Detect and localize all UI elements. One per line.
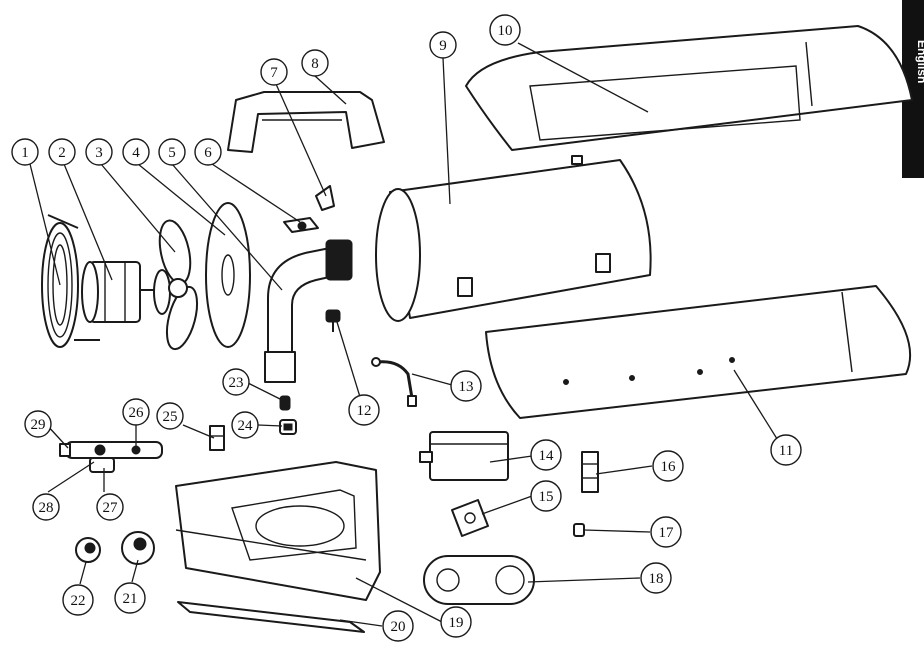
svg-text:23: 23 bbox=[229, 375, 244, 391]
connector-block bbox=[581, 451, 599, 493]
callout-9: 9 bbox=[429, 31, 457, 59]
callout-7: 7 bbox=[260, 58, 288, 86]
callout-15: 15 bbox=[530, 480, 562, 512]
callout-27: 27 bbox=[96, 493, 124, 521]
callout-26: 26 bbox=[122, 398, 150, 426]
small-bracket bbox=[315, 185, 335, 211]
callout-13: 13 bbox=[450, 370, 482, 402]
svg-text:12: 12 bbox=[357, 403, 372, 419]
language-tab: English bbox=[902, 0, 924, 178]
svg-text:3: 3 bbox=[95, 145, 103, 161]
svg-text:2: 2 bbox=[58, 145, 66, 161]
disk-plate bbox=[205, 202, 251, 348]
elbow-tube bbox=[264, 239, 353, 383]
callout-29: 29 bbox=[24, 410, 52, 438]
lower-shell bbox=[485, 285, 912, 419]
svg-text:16: 16 bbox=[661, 459, 677, 475]
svg-text:8: 8 bbox=[311, 56, 319, 72]
svg-text:9: 9 bbox=[439, 38, 447, 54]
callout-14: 14 bbox=[530, 439, 562, 471]
pump-assembly bbox=[59, 441, 163, 473]
callout-5: 5 bbox=[158, 138, 186, 166]
control-box bbox=[419, 431, 509, 481]
small-fitting bbox=[573, 523, 585, 537]
motor bbox=[81, 261, 160, 323]
handle bbox=[227, 91, 385, 153]
electrode bbox=[325, 309, 341, 332]
filter-cap bbox=[279, 419, 297, 435]
callout-24: 24 bbox=[231, 411, 259, 439]
upper-shell bbox=[465, 25, 913, 151]
callout-18: 18 bbox=[640, 562, 672, 594]
svg-text:6: 6 bbox=[204, 145, 212, 161]
gasket-plate bbox=[423, 555, 535, 605]
callout-25: 25 bbox=[156, 402, 184, 430]
callout-16: 16 bbox=[652, 450, 684, 482]
bottom-rail bbox=[177, 601, 365, 633]
fan-blade bbox=[153, 219, 199, 351]
svg-text:28: 28 bbox=[39, 500, 54, 516]
svg-text:7: 7 bbox=[270, 65, 278, 81]
svg-text:14: 14 bbox=[539, 448, 555, 464]
callout-10: 10 bbox=[489, 14, 521, 46]
callout-19: 19 bbox=[440, 606, 472, 638]
svg-text:20: 20 bbox=[391, 619, 406, 635]
svg-text:15: 15 bbox=[539, 489, 554, 505]
svg-text:29: 29 bbox=[31, 417, 46, 433]
svg-text:4: 4 bbox=[132, 145, 140, 161]
fuel-line bbox=[371, 357, 417, 407]
callout-6: 6 bbox=[194, 138, 222, 166]
svg-text:24: 24 bbox=[238, 418, 254, 434]
svg-text:10: 10 bbox=[498, 23, 513, 39]
callout-11: 11 bbox=[770, 434, 802, 466]
callout-17: 17 bbox=[650, 516, 682, 548]
svg-text:25: 25 bbox=[163, 409, 178, 425]
svg-text:1: 1 bbox=[21, 145, 29, 161]
callout-1: 1 bbox=[11, 138, 39, 166]
callout-3: 3 bbox=[85, 138, 113, 166]
thermostat-knob bbox=[121, 531, 155, 565]
svg-text:21: 21 bbox=[123, 591, 138, 607]
nozzle-nut bbox=[279, 395, 291, 411]
svg-text:18: 18 bbox=[649, 571, 664, 587]
language-tab-label: English bbox=[915, 40, 924, 83]
callout-20: 20 bbox=[382, 610, 414, 642]
callout-4: 4 bbox=[122, 138, 150, 166]
svg-text:19: 19 bbox=[449, 615, 464, 631]
callouts: 1 2 3 4 5 6 7 8 9 10 11 12 13 14 15 16 1… bbox=[11, 14, 802, 642]
callout-21: 21 bbox=[114, 582, 146, 614]
combustion-chamber bbox=[375, 155, 652, 322]
switch-cap bbox=[75, 537, 101, 563]
callout-28: 28 bbox=[32, 493, 60, 521]
svg-text:11: 11 bbox=[779, 443, 793, 459]
bracket-clip bbox=[209, 425, 225, 451]
svg-text:5: 5 bbox=[168, 145, 176, 161]
svg-text:17: 17 bbox=[659, 525, 675, 541]
svg-text:22: 22 bbox=[71, 593, 86, 609]
callout-23: 23 bbox=[222, 368, 250, 396]
callout-2: 2 bbox=[48, 138, 76, 166]
callout-12: 12 bbox=[348, 394, 380, 426]
svg-text:26: 26 bbox=[129, 405, 145, 421]
callout-8: 8 bbox=[301, 49, 329, 77]
callout-22: 22 bbox=[62, 584, 94, 616]
svg-text:13: 13 bbox=[459, 379, 474, 395]
nozzle-clip bbox=[283, 217, 319, 233]
svg-text:27: 27 bbox=[103, 500, 119, 516]
relay bbox=[451, 499, 489, 537]
base-frame bbox=[175, 461, 381, 601]
